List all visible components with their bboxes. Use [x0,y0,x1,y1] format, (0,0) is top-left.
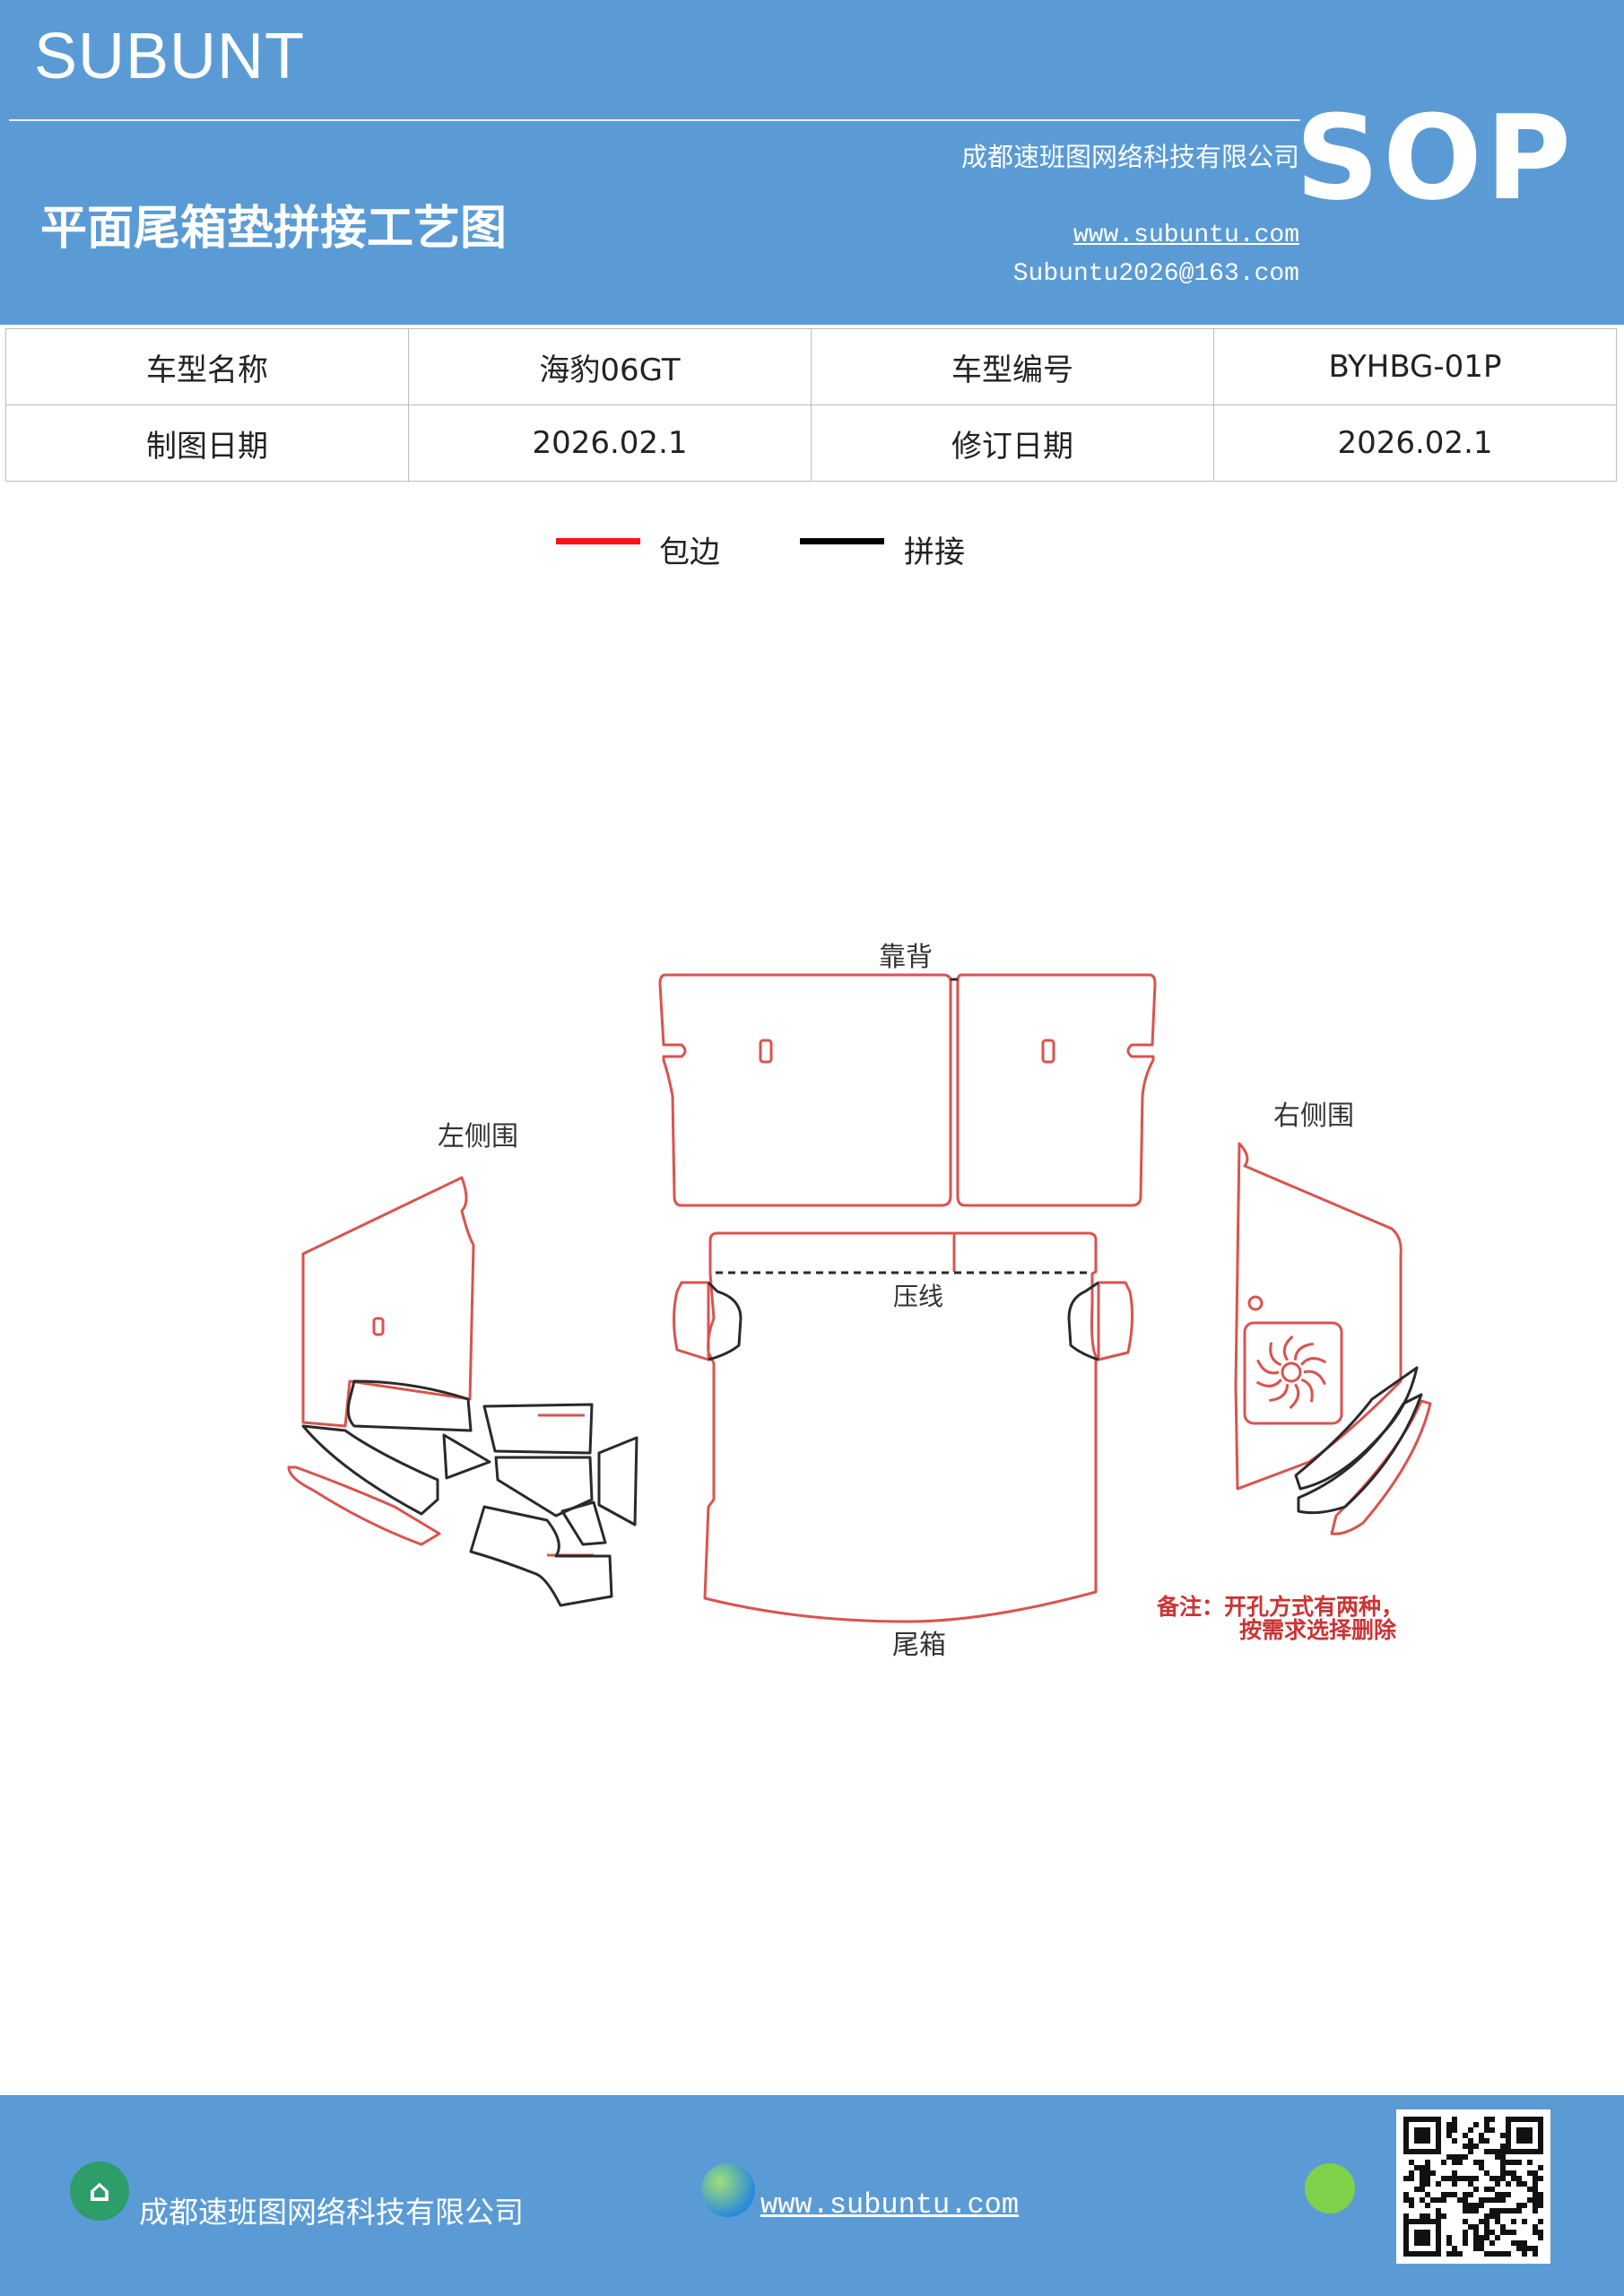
wechat-icon [1305,2163,1355,2213]
left-side-panel [301,1176,475,1428]
label-left-side: 左侧围 [438,1121,518,1152]
left-side-stitched-part-b [301,1424,439,1516]
table-cell: 制图日期 [5,404,409,482]
table-cell: 2026.02.1 [408,404,812,482]
right-side-hole [1247,1295,1264,1311]
note-line-2: 按需求选择删除 [1239,1617,1397,1643]
footer-website-link[interactable]: www.subuntu.com [760,2188,1020,2222]
sun-ray [1300,1378,1314,1403]
sun-ray [1303,1370,1326,1386]
backrest-left-panel [658,973,952,1207]
right-side-cutout-frame [1243,1321,1343,1425]
document-title: 平面尾箱垫拼接工艺图 [40,201,508,256]
right-side-stitched-part-b [1297,1393,1423,1515]
website-link[interactable]: www.subuntu.com [1073,222,1299,249]
header-divider [9,119,1300,121]
backrest-right-slot [1041,1039,1055,1064]
qr-code [1396,2109,1550,2264]
trunk-right-wing [1097,1281,1134,1361]
table-cell: 海豹06GT [408,328,812,405]
company-name: 成都速班图网络科技有限公司 [960,142,1299,172]
legend-swatch-seam [800,538,884,544]
left-part-bottom [469,1505,613,1607]
vehicle-info-table: 车型名称 海豹06GT 车型编号 BYHBG-01P 制图日期 2026.02.… [5,328,1617,482]
label-trunk: 尾箱 [892,1630,946,1661]
label-right-side: 右侧围 [1273,1100,1354,1132]
table-row: 车型名称 海豹06GT 车型编号 BYHBG-01P [5,328,1617,405]
globe-icon [701,2163,755,2217]
trunk-wing-right-inner [1067,1281,1099,1361]
left-part-top [482,1403,594,1455]
trunk-wing-left-inner [707,1281,743,1361]
left-side-lower-strip [287,1465,441,1546]
left-part-small-a [560,1500,607,1546]
backrest-left-slot [759,1039,773,1064]
table-row: 制图日期 2026.02.1 修订日期 2026.02.1 [5,404,1617,482]
legend-label-seam: 拼接 [904,535,965,570]
left-side-slot [372,1317,385,1336]
sun-ray [1269,1342,1282,1367]
right-side-stitched-part-a [1294,1366,1419,1491]
footer-company: 成都速班图网络科技有限公司 [139,2195,524,2230]
table-cell: 2026.02.1 [1213,404,1617,482]
legend-label-binding: 包边 [659,535,720,570]
footer-banner: ⌂ 成都速班图网络科技有限公司 www.subuntu.com [0,2095,1624,2296]
header-banner: SUBUNT SOP 成都速班图网络科技有限公司 平面尾箱垫拼接工艺图 www.… [0,0,1624,325]
sun-cutout-icon [1255,1335,1327,1410]
sun-ray [1289,1383,1300,1410]
sun-center [1281,1361,1302,1383]
sop-badge: SOP [1295,90,1575,226]
sun-ray [1293,1343,1314,1361]
email-address: Subuntu2026@163.com [1012,260,1299,288]
left-side-stitched-part-a [346,1379,473,1432]
sun-ray [1300,1357,1327,1366]
left-part-right-wing [597,1436,638,1526]
note-line-1: 备注：开孔方式有两种， [1156,1594,1403,1620]
trunk-floor-panel [703,1231,1098,1623]
table-cell: 修订日期 [811,404,1214,482]
legend: 包边 拼接 [556,527,986,572]
sun-ray [1256,1359,1280,1375]
table-cell: 车型编号 [811,328,1214,405]
label-backrest: 靠背 [879,942,933,973]
left-part-triangle [442,1433,491,1480]
right-side-panel [1234,1142,1403,1491]
table-cell: 车型名称 [5,328,409,405]
legend-swatch-binding [556,538,640,544]
label-press-line: 压线 [893,1282,943,1311]
brand-name: SUBUNT [34,21,306,92]
sun-ray [1269,1384,1290,1402]
table-cell: BYHBG-01P [1213,328,1617,405]
sun-ray [1282,1335,1294,1361]
building-icon: ⌂ [70,2161,129,2221]
backrest-right-panel [956,973,1157,1207]
sun-ray [1255,1378,1282,1387]
trunk-left-wing [673,1281,710,1361]
